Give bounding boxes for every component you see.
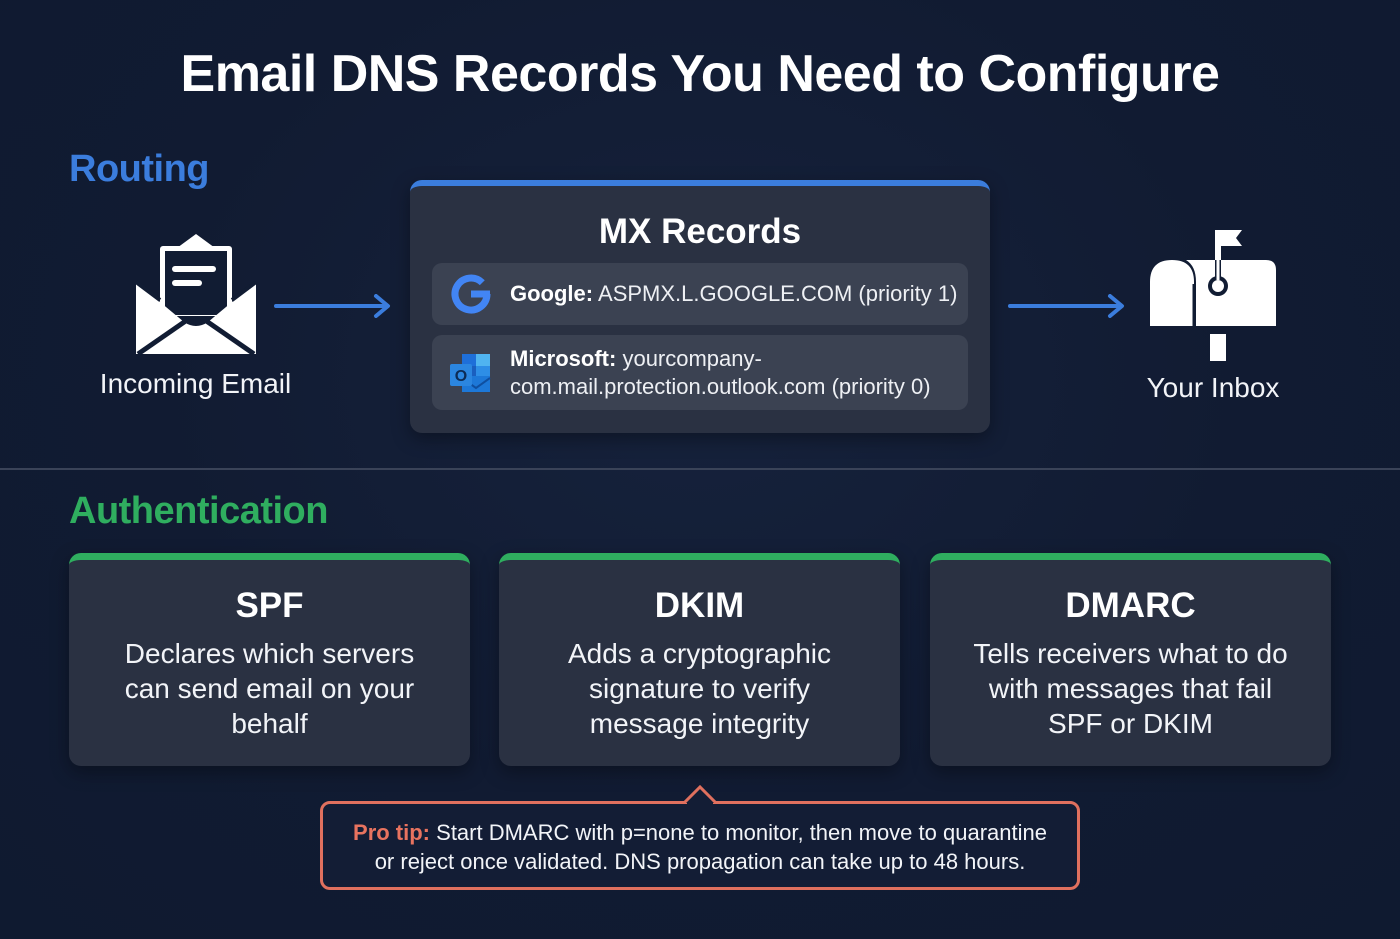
arrow-right-icon [1008,294,1124,318]
page-title: Email DNS Records You Need to Configure [180,45,1220,103]
spf-card: SPF Declares which servers can send emai… [69,553,470,766]
spf-title: SPF [235,586,304,625]
your-inbox-node: Your Inbox [1128,226,1298,404]
mx-records-title: MX Records [598,212,802,251]
mailbox-icon [1150,230,1276,361]
routing-section-label: Routing [69,148,210,190]
dmarc-title: DMARC [1065,586,1196,625]
google-provider-label: Google: [510,281,594,306]
incoming-email-label: Incoming Email [99,368,292,399]
dmarc-description: Tells receivers what to do with messages… [973,638,1288,739]
pro-tip-text-line2: or reject once validated. DNS propagatio… [374,849,1026,874]
pro-tip-text-line1: Start DMARC with p=none to monitor, then… [436,820,1047,845]
mx-records-card: MX Records Google: ASPMX.L.GOOGLE.COM (p… [410,180,990,433]
google-g-icon [451,274,491,314]
callout-pointer-icon [684,785,716,805]
mx-record-google: Google: ASPMX.L.GOOGLE.COM (priority 1) [432,263,968,325]
pro-tip-label: Pro tip: [353,820,431,845]
dmarc-card: DMARC Tells receivers what to do with me… [930,553,1331,766]
mx-record-microsoft: O Microsoft: yourcompany- com.mail.prote… [432,335,968,410]
dkim-description: Adds a cryptographic signature to verify… [567,638,832,739]
pro-tip-callout: Pro tip: Start DMARC with p=none to moni… [320,801,1080,890]
your-inbox-label: Your Inbox [1146,372,1280,403]
svg-text:O: O [455,368,467,385]
google-mx-value: ASPMX.L.GOOGLE.COM (priority 1) [598,281,958,306]
microsoft-provider-label: Microsoft: [510,345,617,371]
dkim-card: DKIM Adds a cryptographic signature to v… [499,553,900,766]
open-envelope-icon [134,234,257,357]
incoming-email-node: Incoming Email [88,230,303,400]
arrow-right-icon [274,294,390,318]
outlook-icon: O [450,353,491,392]
microsoft-mx-value-line2: com.mail.protection.outlook.com (priorit… [510,373,931,399]
microsoft-mx-value-line1: yourcompany- [622,345,762,371]
dkim-title: DKIM [654,586,745,625]
spf-description: Declares which servers can send email on… [124,638,415,739]
section-divider [0,468,1400,470]
authentication-section-label: Authentication [69,490,328,532]
